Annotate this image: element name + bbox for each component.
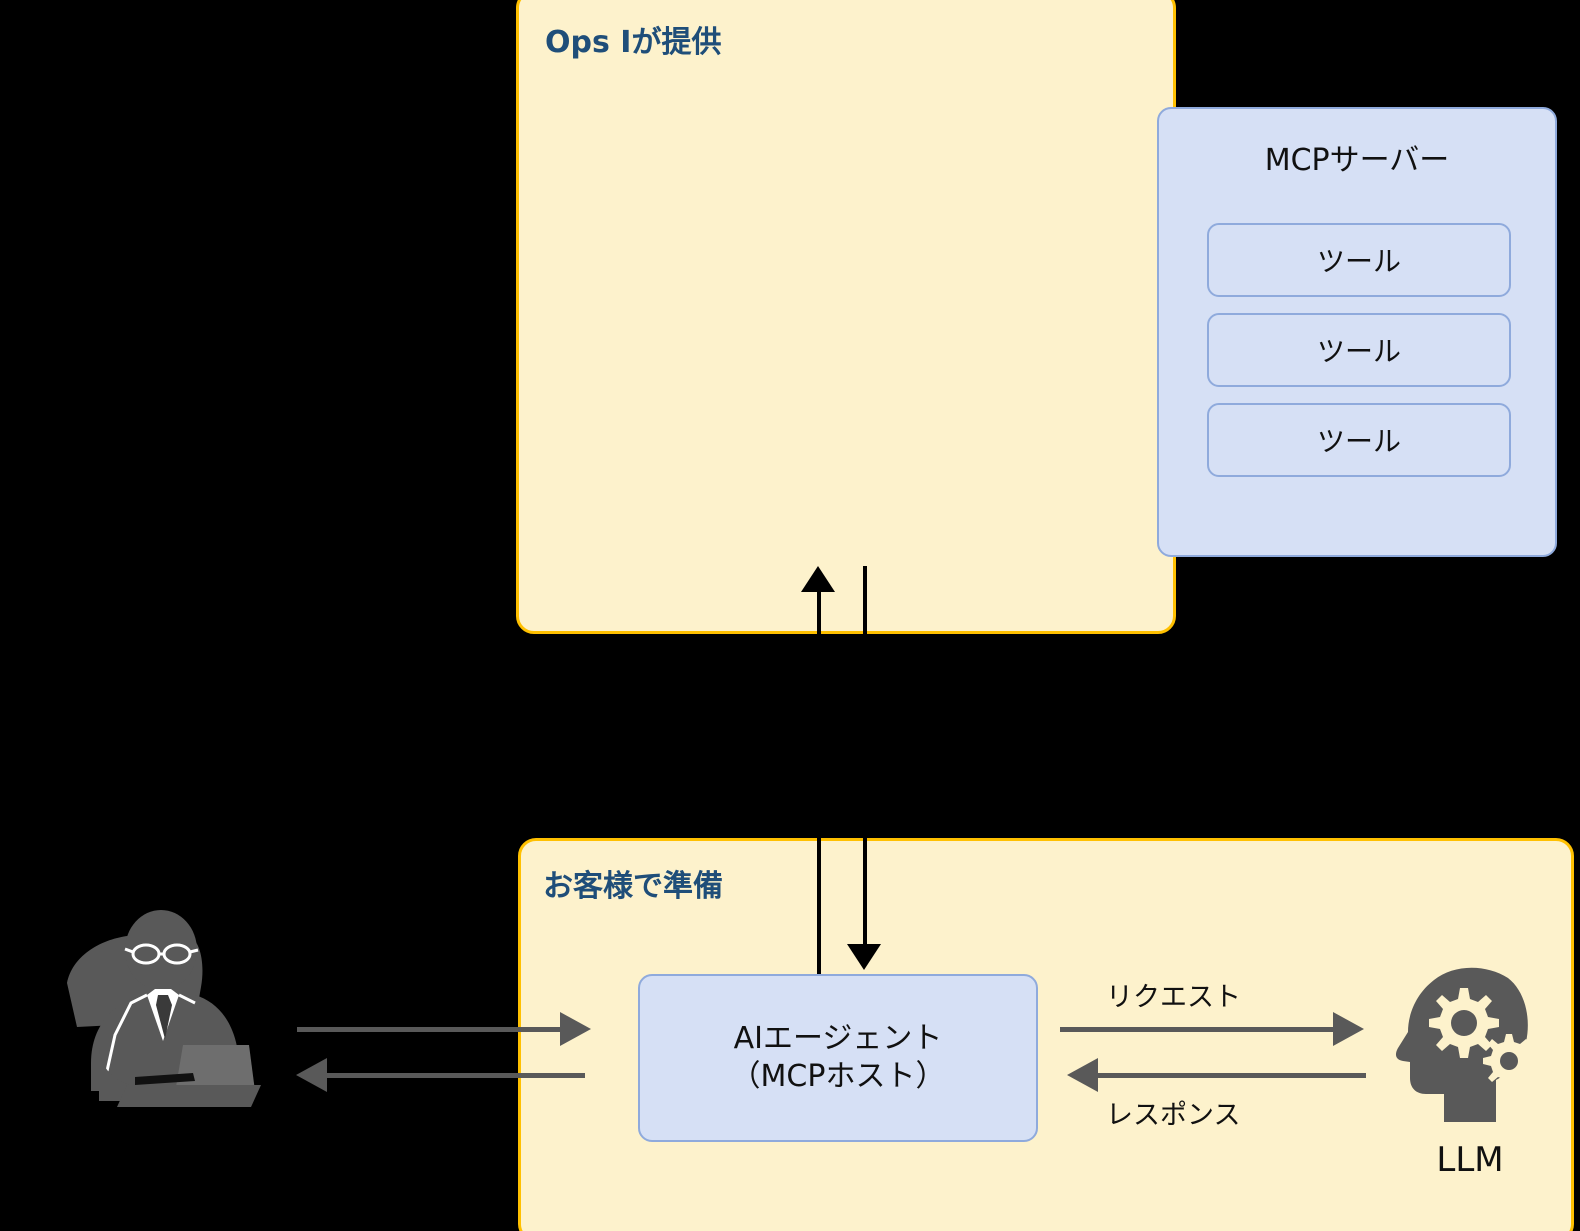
edge-response-line — [1098, 1073, 1366, 1078]
edge-server-to-agent-line — [863, 566, 867, 944]
panel-customer-title: お客様で準備 — [543, 869, 723, 904]
tool-label: ツール — [1316, 425, 1401, 458]
edge-response-label: レスポンス — [1106, 1100, 1241, 1131]
edge-agent-to-server-arrowhead — [801, 566, 835, 592]
mcp-server-box: MCPサーバー ツール ツール ツール — [1157, 107, 1557, 557]
edge-agent-to-user-arrowhead — [296, 1058, 327, 1092]
tool-label: ツール — [1316, 335, 1401, 368]
ai-agent-label-line1: AIエージェント — [733, 1020, 943, 1056]
panel-provider: Ops Iが提供 MCPサーバー ツール ツール ツール — [516, 0, 1557, 634]
head-with-gears-icon — [1395, 967, 1535, 1122]
mcp-server-label: MCPサーバー — [1264, 143, 1450, 178]
edge-user-to-agent-arrowhead — [560, 1012, 591, 1046]
edge-request-arrowhead — [1333, 1012, 1364, 1046]
tool-box: ツール — [1207, 313, 1511, 387]
llm-label: LLM — [1436, 1140, 1504, 1180]
tool-box: ツール — [1207, 223, 1511, 297]
ai-agent-box: AIエージェント （MCPホスト） — [638, 974, 1038, 1142]
edge-request-label: リクエスト — [1106, 982, 1241, 1013]
tool-label: ツール — [1316, 245, 1401, 278]
edge-agent-to-server-line — [817, 592, 821, 974]
edge-agent-to-user-line — [327, 1073, 585, 1078]
businessman-with-laptop-icon — [67, 910, 261, 1107]
edge-request-line — [1060, 1027, 1335, 1032]
tool-list: ツール ツール ツール — [1207, 223, 1511, 493]
edge-user-to-agent-line — [297, 1027, 562, 1032]
edge-response-arrowhead — [1067, 1058, 1098, 1092]
panel-provider-title: Ops Iが提供 — [545, 25, 722, 60]
tool-box: ツール — [1207, 403, 1511, 477]
ai-agent-label-line2: （MCPホスト） — [730, 1059, 946, 1094]
edge-server-to-agent-arrowhead — [847, 944, 881, 970]
